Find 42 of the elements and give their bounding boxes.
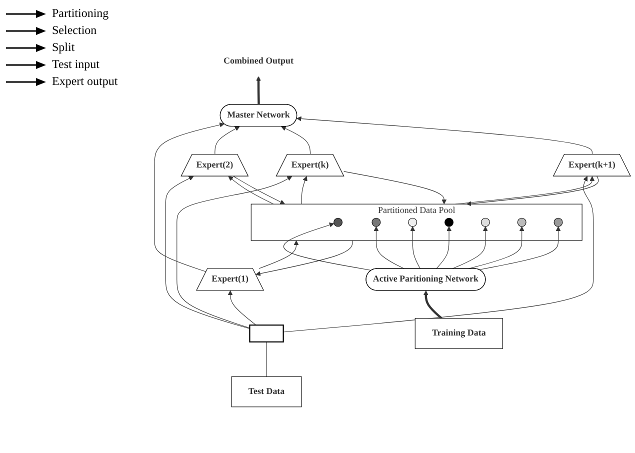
node-circle bbox=[480, 218, 490, 227]
node-box: Test Data bbox=[231, 376, 302, 408]
arrow bbox=[374, 226, 405, 270]
legend-label: Selection bbox=[52, 23, 97, 38]
node-circle bbox=[372, 218, 381, 227]
node-circle bbox=[554, 218, 563, 227]
node-text: Combined Output bbox=[224, 56, 294, 66]
arrow bbox=[165, 176, 250, 329]
arrow bbox=[283, 176, 594, 332]
arrow bbox=[301, 176, 308, 204]
node-circle bbox=[517, 218, 526, 227]
arrow bbox=[455, 176, 595, 204]
arrow bbox=[452, 226, 488, 270]
arrow bbox=[466, 176, 599, 206]
arrow bbox=[232, 176, 285, 204]
node-circle bbox=[444, 218, 454, 227]
arrow bbox=[410, 226, 421, 270]
arrow bbox=[228, 290, 256, 326]
legend-label: Test input bbox=[52, 57, 100, 72]
legend-label: Split bbox=[52, 40, 75, 55]
arrow bbox=[436, 226, 452, 270]
legend-label: Expert output bbox=[52, 74, 118, 89]
cluster: Partitioned Data Pool bbox=[250, 204, 582, 241]
node-bar bbox=[249, 324, 284, 342]
arrow bbox=[154, 122, 224, 272]
node-circle bbox=[334, 218, 343, 227]
arrow bbox=[228, 176, 274, 204]
arrow bbox=[283, 222, 372, 271]
arrow bbox=[258, 240, 299, 269]
arrow bbox=[256, 240, 353, 276]
connector bbox=[266, 342, 267, 377]
arrow bbox=[478, 226, 561, 270]
node-box: Training Data bbox=[414, 318, 503, 349]
arrow bbox=[176, 176, 292, 328]
arrow bbox=[256, 76, 261, 105]
node-circle bbox=[408, 218, 418, 227]
arrow bbox=[281, 126, 311, 155]
legend-label: Partitioning bbox=[52, 6, 109, 21]
arrow bbox=[423, 290, 442, 320]
arrow bbox=[344, 171, 447, 204]
arrow bbox=[214, 126, 240, 155]
arrow bbox=[296, 116, 592, 155]
